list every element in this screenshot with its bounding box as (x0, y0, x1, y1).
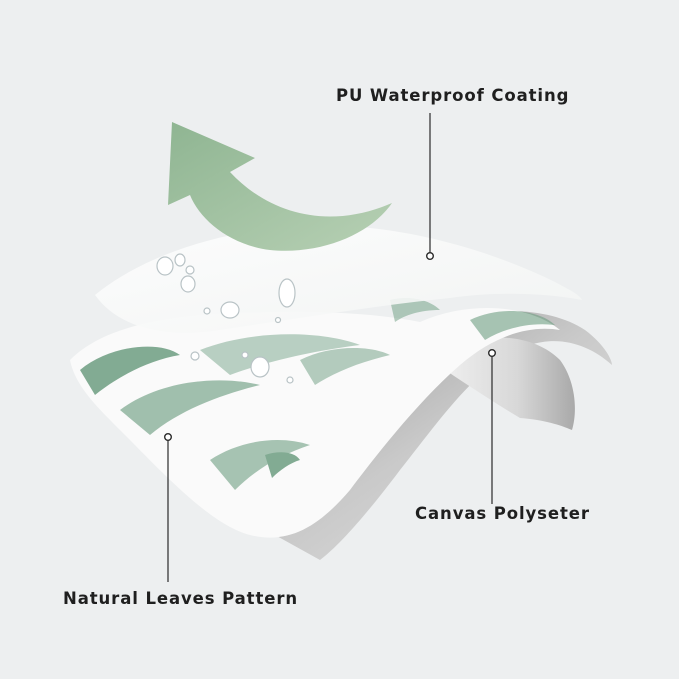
green-arrow (168, 122, 392, 251)
leaf-shapes (80, 298, 555, 490)
leaves-callout-dot (163, 433, 172, 442)
callout-lines (167, 113, 493, 582)
callout-dots (163, 251, 497, 442)
water-droplets (156, 253, 296, 384)
pu-callout-dot (426, 251, 435, 260)
canvas-inner-curl (430, 337, 575, 430)
pu-coating-layer (95, 225, 582, 333)
canvas-polyester-label: Canvas Polyseter (415, 504, 590, 523)
pu-waterproof-coating-label: PU Waterproof Coating (336, 86, 570, 105)
canvas-callout-dot (488, 349, 497, 358)
natural-leaves-pattern-label: Natural Leaves Pattern (63, 589, 299, 608)
leaves-layer (70, 308, 560, 538)
